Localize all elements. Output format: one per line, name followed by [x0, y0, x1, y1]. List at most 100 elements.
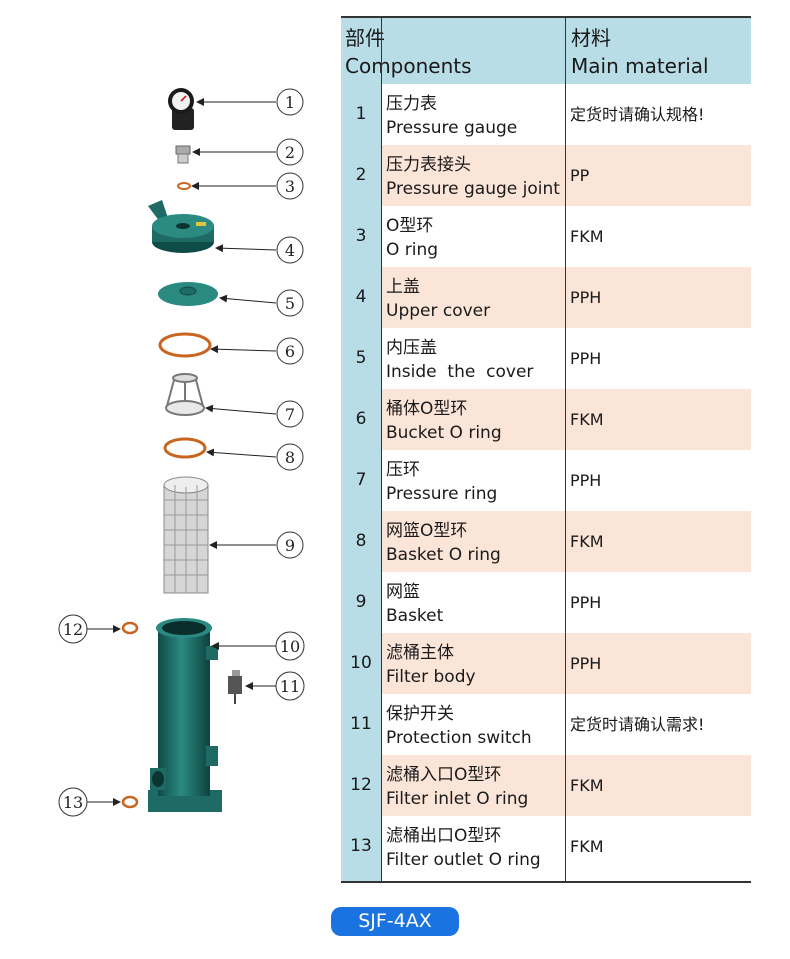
row-number: 5: [355, 348, 367, 368]
protection-switch-part: [228, 670, 242, 704]
callout-7: 7: [276, 400, 304, 428]
svg-text:9: 9: [285, 536, 295, 555]
callout-3: 3: [276, 172, 304, 200]
callout-9: 9: [276, 531, 304, 559]
material-cell: PP: [570, 166, 590, 185]
svg-text:3: 3: [285, 177, 295, 196]
svg-text:2: 2: [285, 143, 295, 162]
svg-text:5: 5: [285, 294, 295, 313]
callout-6: 6: [276, 337, 304, 365]
components-header: 部件 Components: [345, 26, 472, 78]
material-cell: FKM: [570, 776, 604, 795]
basket-part: [163, 476, 209, 594]
row-number: 13: [350, 836, 372, 856]
basket-o-ring-part: [163, 437, 207, 459]
row-number: 6: [355, 409, 367, 429]
row-number: 2: [355, 165, 367, 185]
material-cell: PPH: [570, 593, 602, 612]
row-number: 4: [355, 287, 367, 307]
svg-text:12: 12: [63, 620, 83, 639]
model-badge: SJF-4AX: [331, 907, 459, 936]
svg-text:13: 13: [63, 793, 83, 812]
inside-cover-part: [158, 282, 218, 306]
pressure-gauge-part: [168, 88, 194, 130]
pressure-ring-part: [165, 373, 205, 416]
svg-text:4: 4: [285, 241, 295, 260]
material-cell: FKM: [570, 532, 604, 551]
inlet-o-ring-part: [121, 621, 139, 635]
callout-11: 11: [275, 671, 305, 701]
callout-5: 5: [276, 289, 304, 317]
small-o-ring-part: [177, 182, 191, 190]
row-number: 3: [355, 226, 367, 246]
upper-cover-part: [148, 200, 214, 253]
callout-4: 4: [276, 236, 304, 264]
row-number: 11: [350, 714, 372, 734]
callout-2: 2: [276, 138, 304, 166]
callout-13: 13: [58, 787, 88, 817]
material-cell: FKM: [570, 227, 604, 246]
material-cell: 定货时请确认规格!: [570, 105, 705, 124]
exploded-parts-diagram: 1 2 3 4 5 6 7 8 9 10 11 12 13: [58, 88, 305, 817]
svg-text:8: 8: [285, 448, 295, 467]
number-column: [341, 84, 381, 881]
row-number: 9: [355, 592, 367, 612]
svg-text:6: 6: [285, 342, 295, 361]
row-number: 8: [355, 531, 367, 551]
column-divider: [381, 18, 382, 881]
row-number: 12: [350, 775, 372, 795]
material-cell: PPH: [570, 471, 602, 490]
svg-text:11: 11: [280, 677, 300, 696]
outlet-o-ring-part: [121, 795, 139, 809]
material-cell: 定货时请确认需求!: [570, 715, 705, 734]
material-cell: PPH: [570, 654, 602, 673]
row-number: 10: [350, 653, 372, 673]
table-header: 部件 Components 材料 Main material: [341, 18, 751, 84]
svg-text:1: 1: [285, 93, 295, 112]
bucket-o-ring-part: [158, 332, 212, 358]
material-header: 材料 Main material: [571, 26, 709, 78]
material-cell: PPH: [570, 288, 602, 307]
row-number: 7: [355, 470, 367, 490]
svg-text:7: 7: [285, 405, 295, 424]
material-cell: FKM: [570, 837, 604, 856]
material-cell: PPH: [570, 349, 602, 368]
gauge-joint-part: [175, 145, 191, 164]
material-cell: FKM: [570, 410, 604, 429]
callout-8: 8: [276, 443, 304, 471]
callout-10: 10: [275, 631, 305, 661]
column-divider: [565, 18, 566, 881]
filter-body-part: [148, 618, 222, 812]
svg-text:10: 10: [280, 637, 300, 656]
callout-1: 1: [276, 88, 304, 116]
callout-12: 12: [58, 614, 88, 644]
row-number: 1: [355, 104, 367, 124]
